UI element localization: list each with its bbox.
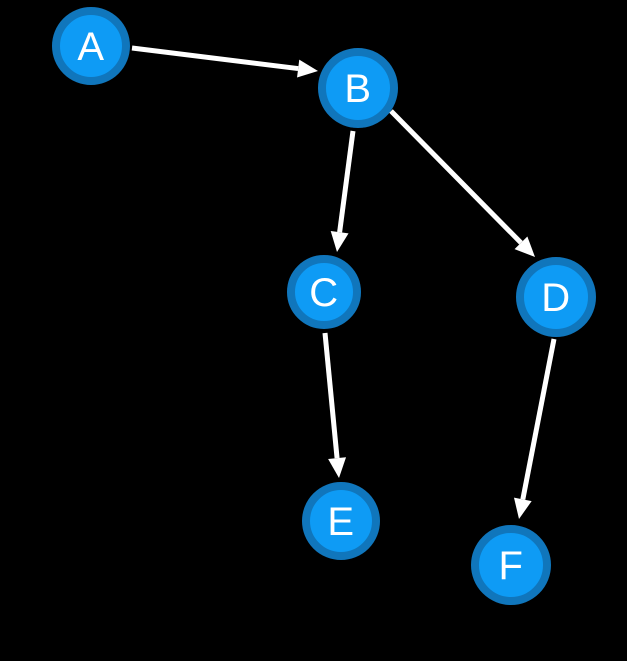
- graph-node-a[interactable]: A: [52, 7, 130, 85]
- edge-line: [337, 130, 356, 233]
- arrowhead-icon: [513, 497, 532, 519]
- node-label: A: [77, 25, 104, 69]
- arrowhead-icon: [330, 230, 349, 252]
- graph-node-f[interactable]: F: [471, 525, 551, 605]
- node-label: C: [309, 271, 338, 315]
- node-circle: [52, 7, 130, 85]
- node-label: E: [327, 500, 354, 544]
- arrowhead-icon: [514, 236, 535, 257]
- node-label: F: [499, 544, 524, 588]
- edge-line: [322, 332, 340, 459]
- edge-line: [131, 45, 299, 72]
- edge-b-d[interactable]: [389, 109, 535, 257]
- arrowhead-icon: [328, 457, 347, 478]
- node-label: D: [541, 276, 570, 320]
- node-circle: [516, 257, 596, 337]
- graph-node-e[interactable]: E: [302, 482, 380, 560]
- node-circle: [318, 48, 398, 128]
- edge-line: [520, 338, 557, 500]
- edge-d-f[interactable]: [513, 338, 557, 519]
- graph-node-d[interactable]: D: [516, 257, 596, 337]
- node-circle: [302, 482, 380, 560]
- node-circle: [471, 525, 551, 605]
- arrowhead-icon: [297, 59, 318, 78]
- edges-layer: [131, 45, 557, 519]
- edge-line: [389, 109, 523, 245]
- edge-a-b[interactable]: [131, 45, 318, 78]
- graph-node-c[interactable]: C: [287, 255, 361, 329]
- nodes-layer: A B C D E F: [52, 7, 596, 605]
- edge-b-c[interactable]: [330, 130, 356, 252]
- node-label: B: [344, 67, 371, 111]
- edge-c-e[interactable]: [322, 332, 347, 478]
- node-circle: [287, 255, 361, 329]
- graph-node-b[interactable]: B: [318, 48, 398, 128]
